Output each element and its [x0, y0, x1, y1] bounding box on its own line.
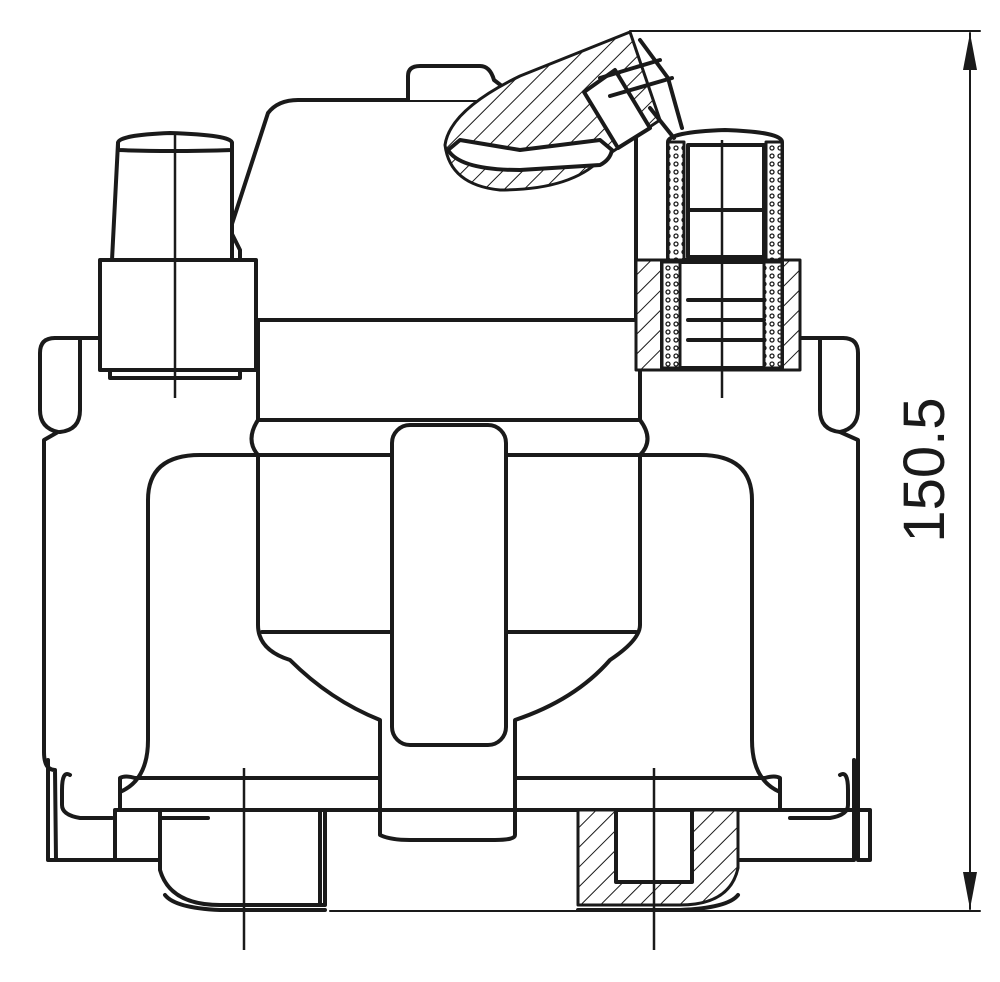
arrow-up-icon — [963, 33, 977, 70]
hose-connector — [406, 30, 684, 192]
guide-pin-left — [98, 131, 258, 380]
bleed-screw-assembly — [634, 128, 802, 372]
mounting-bolt-right — [576, 808, 740, 912]
height-dimension: 150.5 — [329, 30, 981, 912]
mounting-bolt-left — [158, 808, 327, 912]
center-guide-block — [390, 423, 508, 747]
arrow-down-icon — [963, 872, 977, 909]
center-lines — [173, 133, 724, 950]
dimension-value: 150.5 — [892, 397, 957, 542]
